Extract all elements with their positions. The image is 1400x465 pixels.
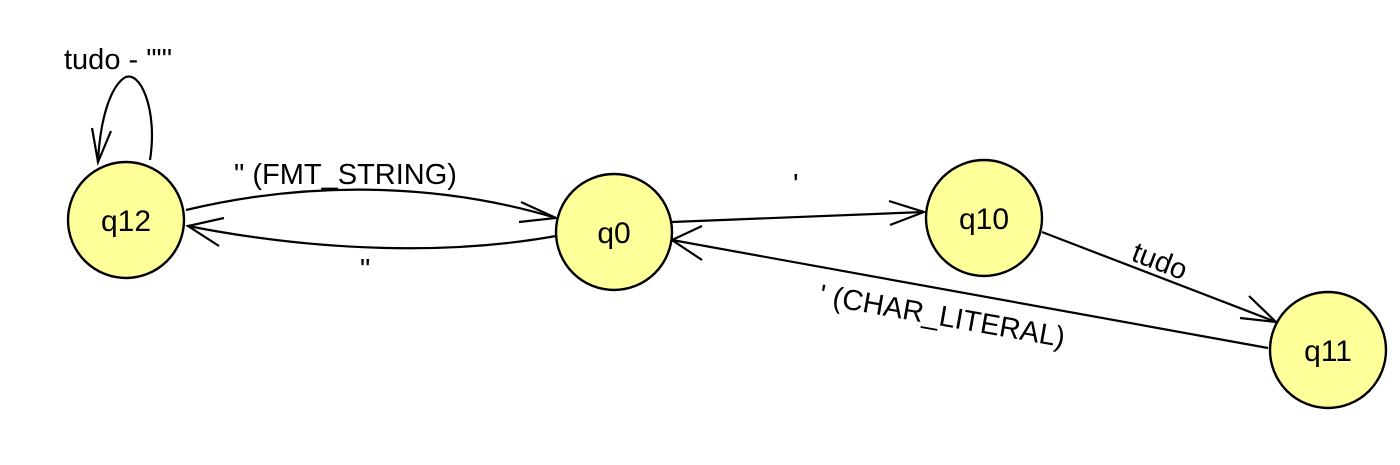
- label-q0-q10: ': [793, 169, 799, 201]
- label-q12-q0: " (FMT_STRING): [234, 159, 457, 191]
- state-q11-circle: [1268, 290, 1388, 410]
- state-q0-label: q0: [597, 217, 630, 250]
- state-q0-circle: [554, 172, 674, 292]
- state-q12-circle: [66, 160, 186, 280]
- transitions: [90, 75, 1280, 350]
- arrowhead-q10-q11: [1239, 295, 1280, 324]
- arrowhead-q0-q12: [185, 216, 225, 247]
- state-q10[interactable]: q10: [924, 158, 1044, 278]
- state-q10-circle: [924, 158, 1044, 278]
- arrowhead-q12-q12: [90, 127, 113, 166]
- state-q12-label: q12: [101, 205, 151, 238]
- state-q12[interactable]: q12: [66, 160, 186, 280]
- states: q12 q0 q10 q11: [66, 158, 1388, 410]
- state-q11[interactable]: q11: [1268, 290, 1388, 410]
- arrowhead-q12-q0: [518, 200, 561, 224]
- edge-q11-q0: [671, 238, 1269, 350]
- edge-q10-q11: [1041, 230, 1277, 324]
- label-q0-q12: ": [360, 254, 370, 286]
- state-q10-label: q10: [959, 203, 1009, 236]
- edge-q12-q0: [185, 188, 557, 220]
- state-q11-label: q11: [1304, 335, 1352, 368]
- label-q10-q11: tudo: [1127, 237, 1191, 287]
- edge-q0-q12: [187, 224, 557, 250]
- edge-q12-q12: [96, 75, 154, 163]
- label-q11-q0: ' (CHAR_LITERAL): [817, 279, 1068, 354]
- state-q0[interactable]: q0: [554, 172, 674, 292]
- label-q12-q12: tudo - ""': [64, 44, 172, 76]
- arrowhead-q0-q10: [888, 199, 928, 227]
- edge-q0-q10: [671, 210, 925, 224]
